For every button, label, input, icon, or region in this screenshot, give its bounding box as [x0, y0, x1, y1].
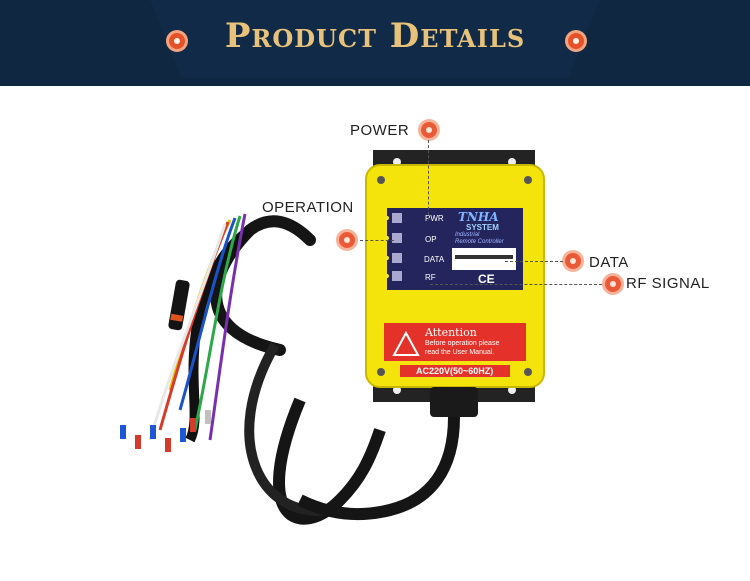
device-system-label: SYSTEM	[466, 223, 499, 232]
callout-power-label: POWER	[350, 122, 410, 139]
attention-title: Attention	[425, 326, 477, 339]
device-brand-logo: TNHA	[458, 210, 499, 224]
callout-rf-signal-marker-icon	[605, 276, 621, 292]
attention-line2: read the User Manual.	[425, 349, 495, 356]
callout-operation-line	[360, 240, 394, 241]
callout-rf-signal-label: RF SIGNAL	[626, 275, 710, 292]
voltage-label: AC220V(50~60HZ)	[416, 366, 494, 376]
left-ornament-icon	[169, 33, 185, 49]
callout-data-marker-icon	[565, 253, 581, 269]
callout-data-label: DATA	[589, 254, 629, 271]
device-subtitle-line2: Remote Controller	[455, 239, 504, 245]
banner-tab	[150, 0, 600, 78]
right-ornament-icon	[568, 33, 584, 49]
page-title: Product Details	[224, 16, 526, 56]
indicator-data: DATA	[424, 255, 445, 264]
callout-rf-signal-line	[430, 284, 602, 285]
callout-operation-marker-icon	[339, 232, 355, 248]
callout-data-line	[505, 261, 563, 262]
indicator-rf: RF	[425, 273, 436, 282]
callout-power-line	[428, 140, 429, 220]
remote-receiver-photo	[120, 150, 545, 525]
indicator-pwr: PWR	[425, 214, 444, 223]
callout-operation-label: OPERATION	[262, 199, 354, 216]
callout-power-marker-icon	[421, 122, 437, 138]
indicator-op: OP	[425, 235, 437, 244]
attention-line1: Before operation please	[425, 340, 500, 347]
ce-mark: CE	[478, 272, 495, 286]
device-subtitle-line1: Industrial	[455, 232, 480, 238]
